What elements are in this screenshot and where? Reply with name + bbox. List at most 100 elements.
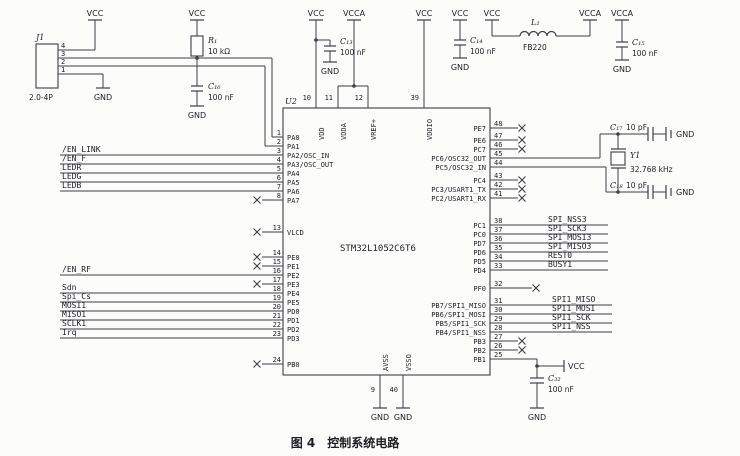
no-connect-marker (517, 184, 527, 194)
pin-num: 40 (390, 386, 398, 394)
pin-name: PC3/USART1_TX (431, 186, 487, 194)
pin-num: 5 (277, 165, 281, 173)
pin-name: PB5/SPI1_SCK (435, 320, 486, 328)
net-label: MOSI1 (62, 301, 86, 310)
c32-ref: C₃₂ (548, 374, 561, 383)
no-connect-marker (517, 135, 527, 145)
pin-num: 4 (277, 156, 281, 164)
pin-num: 11 (325, 94, 333, 102)
pin-num: 47 (494, 132, 502, 140)
pin-name: PB7/SPI1_MISO (431, 302, 486, 310)
no-connect-marker (252, 359, 262, 369)
pin-num: 28 (494, 324, 502, 332)
c14-value: 100 nF (470, 47, 496, 56)
pin-name: PA6 (287, 188, 300, 196)
net-label: /EN_F (62, 154, 86, 163)
pin-name: PD2 (287, 326, 300, 334)
pin-name: PD1 (287, 317, 300, 325)
pin-num: 30 (494, 306, 502, 314)
net-label: SPI1_SCK (552, 313, 591, 322)
vcc-label: VCC (452, 9, 469, 18)
c17-value: 10 pF (626, 123, 647, 132)
gnd-label: GND (94, 93, 112, 102)
no-connect-marker (531, 283, 541, 293)
pin-num: 44 (494, 159, 502, 167)
pin-num: 45 (494, 150, 502, 158)
pin-num: 46 (494, 141, 502, 149)
pin-num: 33 (494, 262, 502, 270)
pin-name: VDDA (340, 122, 348, 140)
pin-name: PB2 (473, 347, 486, 355)
pin-num: 8 (277, 192, 281, 200)
c18-ref: C₁₈ (610, 181, 623, 190)
pin-num: 37 (494, 226, 502, 234)
pin-num: 15 (273, 258, 281, 266)
gnd-label: GND (528, 413, 546, 422)
no-connect-marker (517, 123, 527, 133)
pin-name: VDDIO (426, 119, 434, 140)
net-label: /EN_LINK (62, 145, 101, 154)
pin-name: PD3 (287, 335, 300, 343)
pin-name: PA4 (287, 170, 300, 178)
c18-value: 10 pF (626, 181, 647, 190)
no-connect-marker (252, 252, 262, 262)
vcc-label: VCC (416, 9, 433, 18)
pin-num: 7 (277, 183, 281, 191)
left-signal-section: /EN_LINK /EN_F LEDR LEDG LEDB /EN_RF Sdn… (60, 145, 283, 369)
net-label: SCLK1 (62, 319, 86, 328)
no-connect-marker (517, 175, 527, 185)
net-label: SPI1_MISO (552, 295, 596, 304)
pin-num: 36 (494, 235, 502, 243)
net-label: BUSY1 (548, 260, 572, 269)
j1-net-wires (58, 20, 283, 147)
pin-name: PD6 (473, 249, 486, 257)
pin-name: VDD (318, 127, 326, 140)
right-net-section: Y1 32.768 kHz C₁₇ 10 pF GND C₁₈ 10 pF GN… (490, 123, 694, 422)
pin-num: 1 (277, 129, 281, 137)
no-connect-marker (252, 261, 262, 271)
gnd-label: GND (676, 130, 694, 139)
pin-name: PA7 (287, 197, 300, 205)
pin-num: 2 (277, 138, 281, 146)
no-connect-marker (517, 345, 527, 355)
vcca-label: VCCA (611, 9, 634, 18)
vcca-label: VCCA (343, 9, 366, 18)
net-label: SPI_SCK3 (548, 224, 587, 233)
no-connect-marker (252, 279, 262, 289)
gnd-label: GND (613, 65, 631, 74)
pin-name: AVSS (382, 354, 390, 371)
pin-num: 34 (494, 253, 502, 261)
pin-num: 38 (494, 217, 502, 225)
pin-num: 22 (273, 321, 281, 329)
pin-num: 27 (494, 333, 502, 341)
pin-name: PE2 (287, 272, 300, 280)
inductor-l2-body (519, 30, 557, 37)
net-label: LEDG (62, 172, 81, 181)
gnd-label: GND (371, 413, 389, 422)
net-label: Sdn (62, 283, 77, 292)
net-label: Spi_Cs (62, 292, 91, 301)
no-connect-marker (517, 144, 527, 154)
no-connect-marker (252, 195, 262, 205)
c13-value: 100 nF (340, 48, 366, 57)
c14-ref: C₁₄ (470, 36, 483, 45)
net-label: LEDB (62, 181, 81, 190)
junction-dot (616, 190, 620, 194)
c17-ref: C₁₇ (610, 123, 623, 132)
pin-name: PB3 (473, 338, 486, 346)
vcc-label: VCC (568, 362, 585, 371)
pin-num: 26 (494, 342, 502, 350)
pin-num: 21 (273, 312, 281, 320)
c15-value: 100 nF (632, 49, 658, 58)
pin-num: 35 (494, 244, 502, 252)
no-connect-marker (252, 227, 262, 237)
right-net-wires (490, 127, 666, 408)
pin-num: 32 (494, 280, 502, 288)
net-label: SPI1_MOSI (552, 304, 596, 313)
figure-caption: 图 4 控制系统电路 (291, 435, 401, 450)
j1-pin-num: 1 (61, 66, 65, 74)
pin-num: 29 (494, 315, 502, 323)
pin-num: 16 (273, 267, 281, 275)
u2-part-number: STM32L1052C6T6 (340, 244, 416, 254)
vcc-label: VCC (189, 9, 206, 18)
